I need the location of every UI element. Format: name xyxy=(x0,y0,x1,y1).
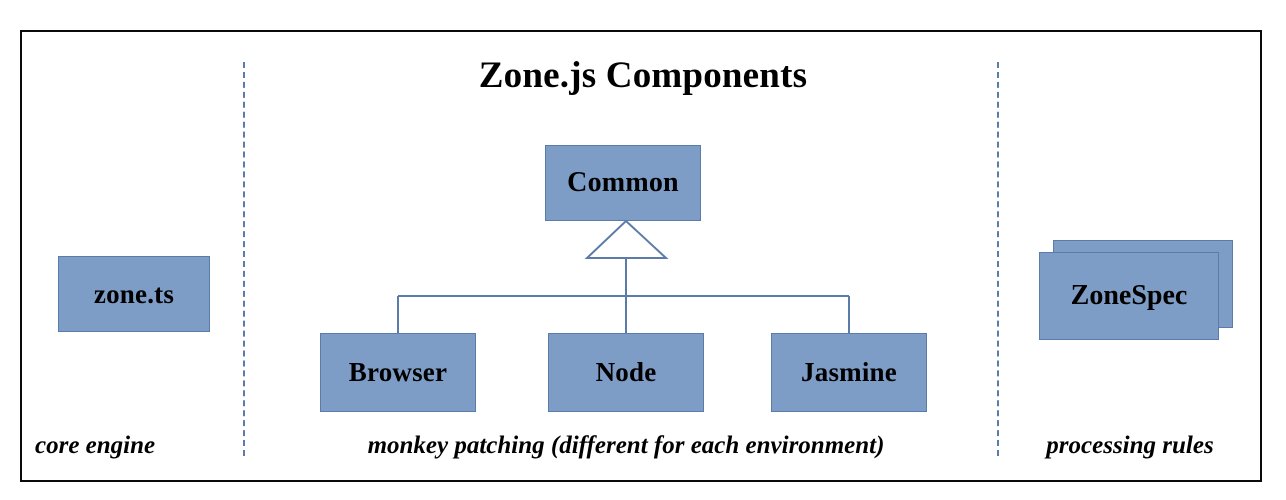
node-browser[interactable]: Browser xyxy=(320,333,476,412)
node-common[interactable]: Common xyxy=(545,145,701,221)
zone-spec-front-sheet: ZoneSpec xyxy=(1039,252,1219,340)
node-zone-ts[interactable]: zone.ts xyxy=(58,256,210,332)
node-node[interactable]: Node xyxy=(548,333,704,412)
node-zone-spec-stack[interactable]: ZoneSpec xyxy=(1039,240,1233,340)
caption-monkey-patching: monkey patching (different for each envi… xyxy=(367,432,885,459)
node-jasmine[interactable]: Jasmine xyxy=(771,333,927,412)
caption-core-engine: core engine xyxy=(35,432,156,459)
section-divider-right xyxy=(997,62,999,456)
section-divider-left xyxy=(243,62,245,456)
page-title: Zone.js Components xyxy=(478,55,808,96)
caption-processing-rules: processing rules xyxy=(1046,432,1214,459)
